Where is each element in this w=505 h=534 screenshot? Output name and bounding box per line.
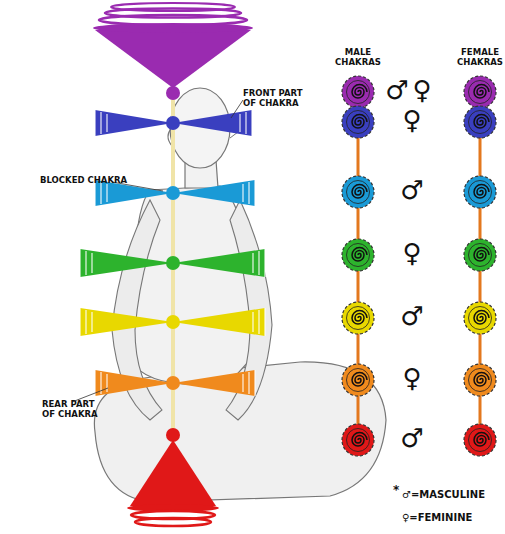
gender-symbol: ♀: [397, 107, 427, 133]
chakra-dot: [166, 256, 180, 270]
chakra-icon: [342, 424, 374, 456]
legend-text: ♂=MASCULINE: [402, 489, 505, 501]
crown-ring: [111, 3, 235, 11]
gender-symbol: ♂: [397, 177, 427, 203]
crown-cone: [95, 30, 251, 88]
gender-symbol: ♀: [397, 240, 427, 266]
callout-label: BLOCKED CHAKRA: [40, 176, 130, 186]
chakra-icon: [342, 364, 374, 396]
chakra-icon: [464, 424, 496, 456]
chakra-icon: [464, 106, 496, 138]
gender-symbol: ♂: [397, 425, 427, 451]
chakra-icon: [342, 106, 374, 138]
root-ring: [135, 518, 211, 526]
gender-symbol: ♂: [397, 303, 427, 329]
crossed-legs: [94, 362, 386, 502]
chakra-icon: [342, 239, 374, 271]
leader-line: [231, 100, 243, 118]
chakra-icon: [464, 364, 496, 396]
legend-text: ♀=FEMININE: [402, 512, 505, 524]
chakra-icon: [464, 239, 496, 271]
chakra-icon: [464, 76, 496, 108]
cone-rings: [80, 308, 265, 336]
gender-symbol: ♀: [407, 77, 437, 103]
chakra-icon: [342, 176, 374, 208]
gender-symbol: ♀: [397, 365, 427, 391]
cone-rings: [80, 249, 265, 277]
callout-label: REAR PART OF CHAKRA: [42, 400, 104, 420]
chakra-cone: [173, 308, 265, 336]
cone-rings: [95, 110, 252, 136]
footnote-mark: *: [393, 484, 403, 498]
chakra-icon: [464, 176, 496, 208]
root-cone: [130, 440, 216, 506]
chakra-icon: [464, 302, 496, 334]
column-heading: FEMALE CHAKRAS: [448, 48, 505, 68]
cone-rings: [95, 370, 255, 396]
callout-label: FRONT PART OF CHAKRA: [243, 89, 315, 109]
chakra-icon: [342, 76, 374, 108]
chakra-cone: [80, 249, 173, 277]
chakra-dot: [166, 86, 180, 100]
chakra-dot: [166, 315, 180, 329]
chakra-dot: [166, 116, 180, 130]
chakra-icon: [342, 302, 374, 334]
chakra-dot: [166, 186, 180, 200]
chakra-cone: [173, 249, 265, 277]
chakra-cone: [80, 308, 173, 336]
gender-symbol: ♂: [382, 77, 412, 103]
column-heading: MALE CHAKRAS: [330, 48, 386, 68]
chakra-dot: [166, 428, 180, 442]
chakra-dot: [166, 376, 180, 390]
